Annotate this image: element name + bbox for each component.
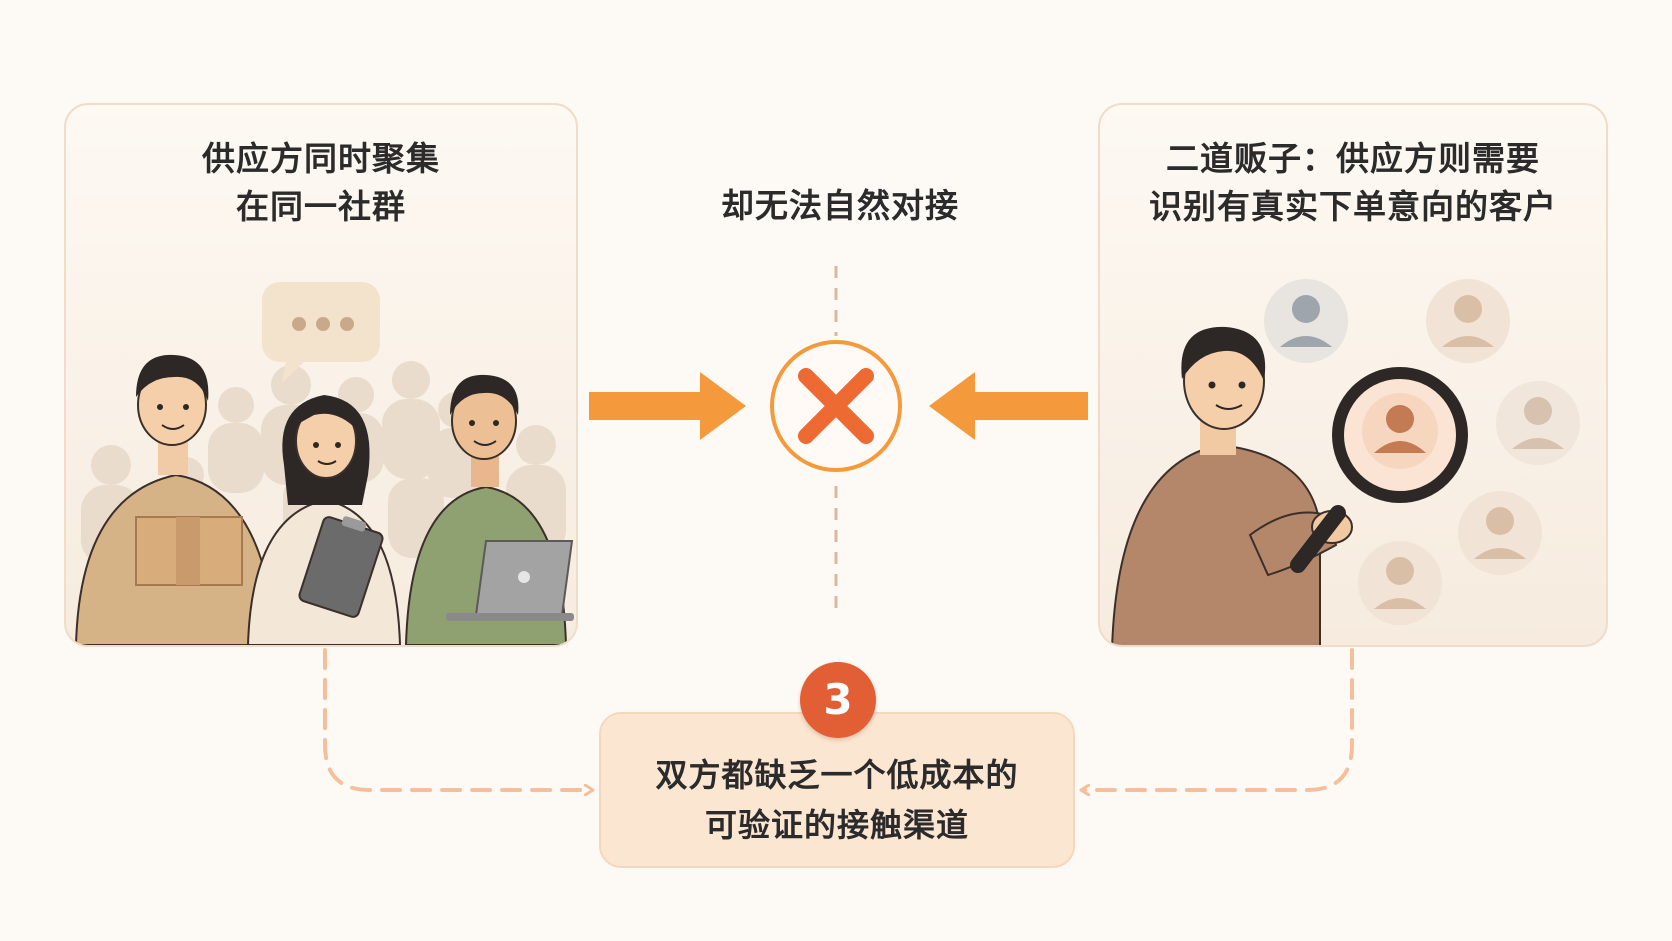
bottom-text: 双方都缺乏一个低成本的 可验证的接触渠道 xyxy=(601,750,1073,850)
right-panel-title: 二道贩子：供应方则需要 识别有真实下单意向的客户 xyxy=(1100,135,1606,231)
right-dashed-connector xyxy=(1082,648,1354,790)
customer-avatars xyxy=(1264,279,1580,625)
bottom-conclusion-box: 双方都缺乏一个低成本的 可验证的接触渠道 xyxy=(599,712,1075,868)
center-title: 却无法自然对接 xyxy=(721,186,959,225)
right-title-line2: 识别有真实下单意向的客户 xyxy=(1149,187,1557,226)
person-with-clipboard xyxy=(246,395,402,645)
package-box-icon xyxy=(135,516,243,586)
left-dashed-connector xyxy=(323,648,592,790)
bottom-text-line1: 双方都缺乏一个低成本的 xyxy=(655,756,1019,794)
laptop-icon xyxy=(446,540,574,621)
step-number-badge: 3 xyxy=(800,662,876,738)
chat-bubble-icon xyxy=(262,282,380,383)
left-title-line2: 在同一社群 xyxy=(236,187,406,226)
user-avatar-icon xyxy=(1496,381,1580,465)
person-with-laptop xyxy=(404,374,574,645)
magnifier-icon xyxy=(1290,367,1468,573)
user-avatar-icon xyxy=(1264,279,1348,363)
left-title-line1: 供应方同时聚集 xyxy=(202,139,440,178)
person-searching xyxy=(1111,326,1353,645)
clipboard-icon xyxy=(298,516,384,618)
left-panel-title: 供应方同时聚集 在同一社群 xyxy=(66,135,576,231)
community-illustration xyxy=(74,282,574,645)
left-panel-supply-community: 供应方同时聚集 在同一社群 xyxy=(64,103,578,647)
right-panel-buyer-identification: 二道贩子：供应方则需要 识别有真实下单意向的客户 xyxy=(1098,103,1608,647)
user-avatar-icon xyxy=(1358,541,1442,625)
user-avatar-icon xyxy=(1426,279,1510,363)
highlighted-customer-avatar-icon xyxy=(1362,393,1438,469)
right-title-line1: 二道贩子：供应方则需要 xyxy=(1166,139,1540,178)
bottom-text-line2: 可验证的接触渠道 xyxy=(704,806,969,844)
search-illustration xyxy=(1111,279,1580,645)
user-avatar-icon xyxy=(1458,491,1542,575)
